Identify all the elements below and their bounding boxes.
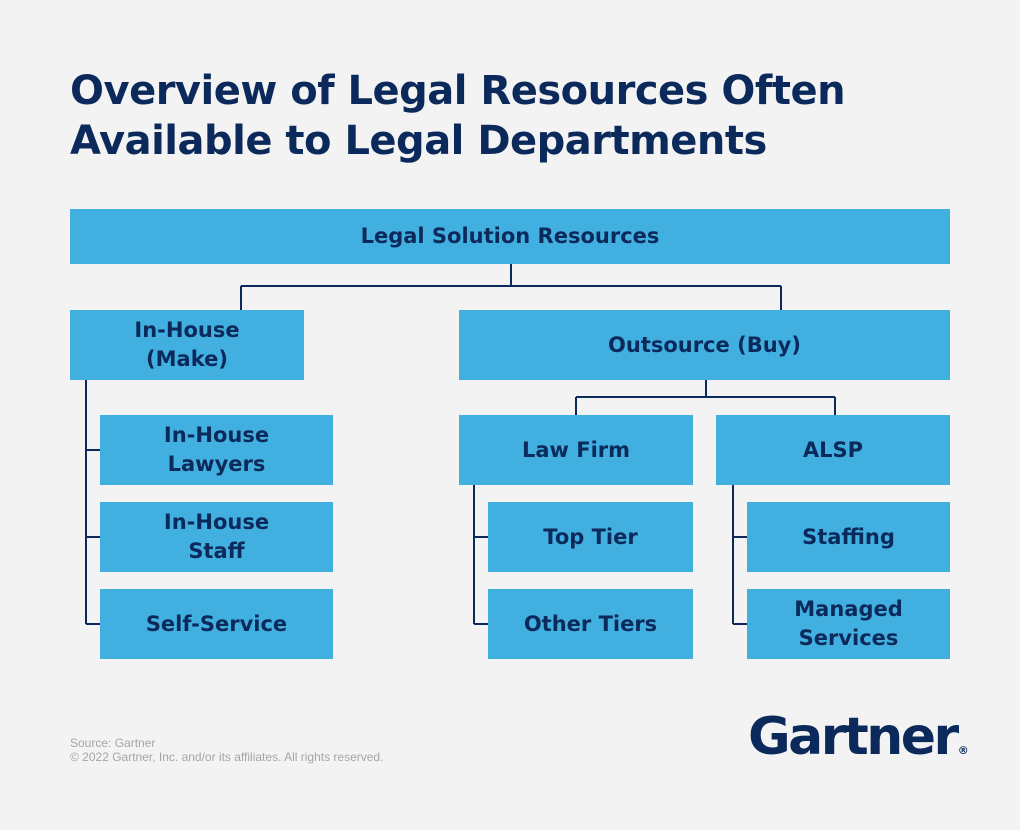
- node-legal-solution-resources: Legal Solution Resources: [70, 209, 950, 264]
- gartner-logo: Gartner®: [748, 706, 969, 782]
- title-line-1: Overview of Legal Resources Often: [70, 68, 846, 114]
- node-in-house-lawyers: In-House Lawyers: [100, 415, 333, 485]
- copyright-text: © 2022 Gartner, Inc. and/or its affiliat…: [70, 750, 384, 764]
- node-label: Law Firm: [521, 437, 631, 462]
- node-label: In-House Staff: [163, 510, 270, 563]
- connector-alsp: [732, 485, 747, 625]
- node-label: Other Tiers: [523, 611, 658, 636]
- node-staffing: Staffing: [747, 502, 950, 572]
- node-outsource: Outsource (Buy): [459, 310, 950, 380]
- node-in-house: In-House (Make): [70, 310, 304, 380]
- node-label: ALSP: [802, 437, 864, 462]
- node-label: Staffing: [802, 524, 895, 549]
- connector-root: [240, 264, 782, 310]
- connector-outsource: [575, 380, 836, 415]
- node-top-tier: Top Tier: [488, 502, 693, 572]
- node-label: Managed Services: [794, 597, 903, 650]
- source-note: Source: Gartner © 2022 Gartner, Inc. and…: [70, 736, 383, 764]
- node-other-tiers: Other Tiers: [488, 589, 693, 659]
- node-label: In-House Lawyers: [163, 423, 270, 476]
- connector-in-house: [85, 380, 100, 625]
- logo-wordmark: Gartner: [748, 707, 959, 767]
- node-label: Self-Service: [145, 611, 288, 636]
- connector-law-firm: [473, 485, 488, 625]
- node-label: Legal Solution Resources: [360, 224, 660, 248]
- node-managed-services: Managed Services: [747, 589, 950, 659]
- node-in-house-staff: In-House Staff: [100, 502, 333, 572]
- node-alsp: ALSP: [716, 415, 950, 485]
- node-law-firm: Law Firm: [459, 415, 693, 485]
- node-label: In-House (Make): [134, 318, 240, 371]
- registered-mark: ®: [957, 744, 969, 757]
- title-line-2: Available to Legal Departments: [70, 118, 767, 164]
- node-self-service: Self-Service: [100, 589, 333, 659]
- source-text: Source: Gartner: [70, 736, 156, 750]
- node-label: Outsource (Buy): [608, 332, 801, 357]
- node-label: Top Tier: [543, 524, 638, 549]
- page-title: Overview of Legal Resources Often Availa…: [70, 66, 970, 166]
